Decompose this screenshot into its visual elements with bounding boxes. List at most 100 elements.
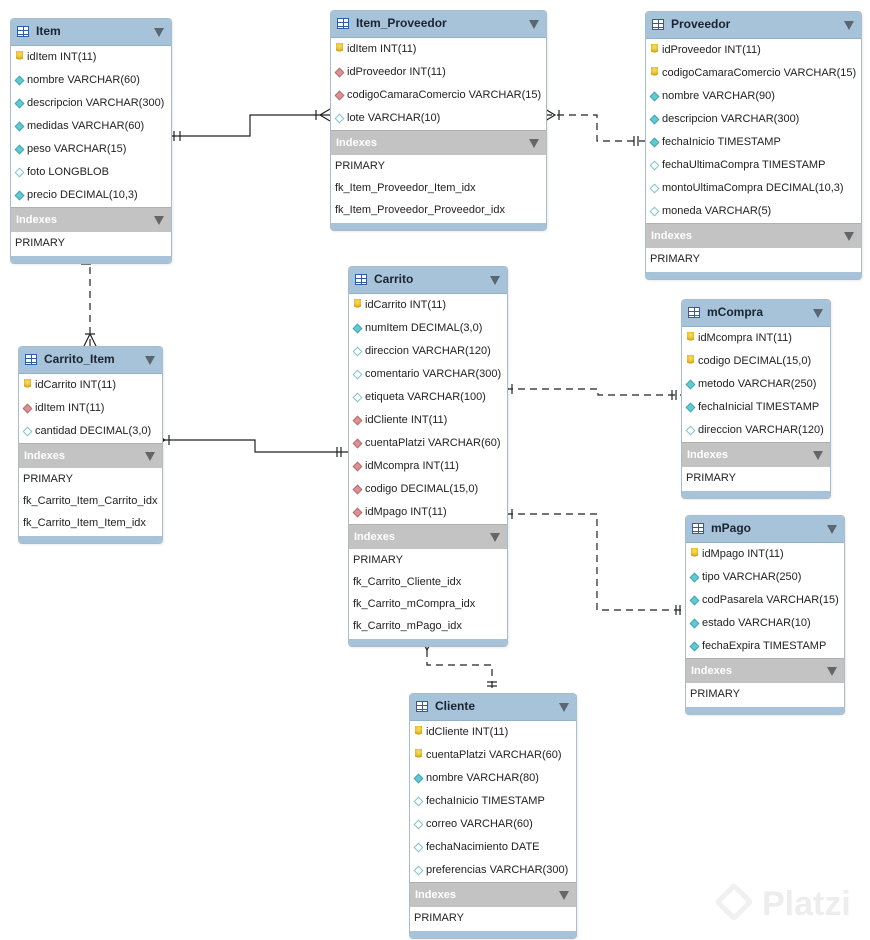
column-row[interactable]: codigoCamaraComercio VARCHAR(15) — [646, 62, 861, 85]
collapse-arrow-icon[interactable] — [154, 28, 164, 37]
column-row[interactable]: direccion VARCHAR(120) — [349, 340, 507, 363]
relationship-carrito-carrito_item[interactable] — [161, 439, 348, 453]
index-row[interactable]: PRIMARY — [682, 467, 830, 489]
collapse-arrow-icon[interactable] — [813, 451, 823, 460]
index-row[interactable]: PRIMARY — [349, 549, 507, 571]
collapse-arrow-icon[interactable] — [827, 525, 837, 534]
relationship-mpago-carrito[interactable] — [506, 513, 685, 611]
column-row[interactable]: fechaInicio TIMESTAMP — [410, 790, 576, 813]
collapse-arrow-icon[interactable] — [827, 667, 837, 676]
collapse-arrow-icon[interactable] — [559, 703, 569, 712]
column-row[interactable]: idCliente INT(11) — [410, 721, 576, 744]
index-row[interactable]: fk_Carrito_Cliente_idx — [349, 571, 507, 593]
column-row[interactable]: idProveedor INT(11) — [331, 61, 546, 84]
index-row[interactable]: fk_Carrito_Item_Item_idx — [19, 512, 162, 534]
indexes-header[interactable]: Indexes — [686, 658, 844, 683]
index-row[interactable]: fk_Carrito_mPago_idx — [349, 615, 507, 637]
column-row[interactable]: idMcompra INT(11) — [349, 455, 507, 478]
table-header[interactable]: Item — [11, 19, 171, 46]
column-row[interactable]: fechaUltimaCompra TIMESTAMP — [646, 154, 861, 177]
column-row[interactable]: moneda VARCHAR(5) — [646, 200, 861, 223]
column-row[interactable]: fechaInicio TIMESTAMP — [646, 131, 861, 154]
indexes-header[interactable]: Indexes — [349, 524, 507, 549]
column-row[interactable]: fechaInicial TIMESTAMP — [682, 396, 830, 419]
collapse-arrow-icon[interactable] — [813, 309, 823, 318]
table-header[interactable]: mPago — [686, 516, 844, 543]
column-row[interactable]: tipo VARCHAR(250) — [686, 566, 844, 589]
column-row[interactable]: idMpago INT(11) — [686, 543, 844, 566]
column-row[interactable]: idItem INT(11) — [11, 46, 171, 69]
column-row[interactable]: correo VARCHAR(60) — [410, 813, 576, 836]
indexes-header[interactable]: Indexes — [331, 130, 546, 155]
column-row[interactable]: nombre VARCHAR(60) — [11, 69, 171, 92]
index-row[interactable]: fk_Item_Proveedor_Proveedor_idx — [331, 199, 546, 221]
column-row[interactable]: codPasarela VARCHAR(15) — [686, 589, 844, 612]
index-row[interactable]: fk_Item_Proveedor_Item_idx — [331, 177, 546, 199]
collapse-arrow-icon[interactable] — [559, 891, 569, 900]
column-row[interactable]: estado VARCHAR(10) — [686, 612, 844, 635]
index-row[interactable]: fk_Carrito_mCompra_idx — [349, 593, 507, 615]
column-row[interactable]: montoUltimaCompra DECIMAL(10,3) — [646, 177, 861, 200]
column-row[interactable]: cantidad DECIMAL(3,0) — [19, 420, 162, 443]
collapse-arrow-icon[interactable] — [844, 232, 854, 241]
column-row[interactable]: codigoCamaraComercio VARCHAR(15) — [331, 84, 546, 107]
collapse-arrow-icon[interactable] — [145, 452, 155, 461]
collapse-arrow-icon[interactable] — [154, 216, 164, 225]
indexes-header[interactable]: Indexes — [410, 882, 576, 907]
column-row[interactable]: descripcion VARCHAR(300) — [11, 92, 171, 115]
column-row[interactable]: idCarrito INT(11) — [349, 294, 507, 317]
index-row[interactable]: PRIMARY — [11, 232, 171, 254]
column-row[interactable]: comentario VARCHAR(300) — [349, 363, 507, 386]
table-header[interactable]: Proveedor — [646, 12, 861, 39]
column-row[interactable]: idItem INT(11) — [331, 38, 546, 61]
table-header[interactable]: Carrito — [349, 267, 507, 294]
indexes-header[interactable]: Indexes — [11, 207, 171, 232]
column-row[interactable]: nombre VARCHAR(90) — [646, 85, 861, 108]
indexes-header[interactable]: Indexes — [682, 442, 830, 467]
indexes-header[interactable]: Indexes — [646, 223, 861, 248]
index-row[interactable]: PRIMARY — [410, 907, 576, 929]
column-row[interactable]: precio DECIMAL(10,3) — [11, 184, 171, 207]
relationship-item-item_proveedor[interactable] — [170, 114, 330, 137]
collapse-arrow-icon[interactable] — [490, 276, 500, 285]
column-row[interactable]: metodo VARCHAR(250) — [682, 373, 830, 396]
column-row[interactable]: medidas VARCHAR(60) — [11, 115, 171, 138]
collapse-arrow-icon[interactable] — [529, 20, 539, 29]
column-row[interactable]: nombre VARCHAR(80) — [410, 767, 576, 790]
column-row[interactable]: descripcion VARCHAR(300) — [646, 108, 861, 131]
collapse-arrow-icon[interactable] — [490, 533, 500, 542]
relationship-proveedor-item_proveedor[interactable] — [545, 114, 645, 142]
column-row[interactable]: fechaExpira TIMESTAMP — [686, 635, 844, 658]
index-row[interactable]: fk_Carrito_Item_Carrito_idx — [19, 490, 162, 512]
relationship-cliente-carrito[interactable] — [426, 638, 493, 693]
column-row[interactable]: idCliente INT(11) — [349, 409, 507, 432]
column-row[interactable]: idMcompra INT(11) — [682, 327, 830, 350]
index-row[interactable]: PRIMARY — [686, 683, 844, 705]
collapse-arrow-icon[interactable] — [844, 21, 854, 30]
index-row[interactable]: PRIMARY — [331, 155, 546, 177]
table-header[interactable]: Carrito_Item — [19, 347, 162, 374]
table-header[interactable]: mCompra — [682, 300, 830, 327]
indexes-header[interactable]: Indexes — [19, 443, 162, 468]
column-row[interactable]: numItem DECIMAL(3,0) — [349, 317, 507, 340]
column-row[interactable]: idItem INT(11) — [19, 397, 162, 420]
column-row[interactable]: fechaNacimiento DATE — [410, 836, 576, 859]
table-header[interactable]: Cliente — [410, 694, 576, 721]
table-header[interactable]: Item_Proveedor — [331, 11, 546, 38]
column-row[interactable]: foto LONGBLOB — [11, 161, 171, 184]
index-row[interactable]: PRIMARY — [19, 468, 162, 490]
column-row[interactable]: etiqueta VARCHAR(100) — [349, 386, 507, 409]
column-row[interactable]: cuentaPlatzi VARCHAR(60) — [410, 744, 576, 767]
column-row[interactable]: idProveedor INT(11) — [646, 39, 861, 62]
column-row[interactable]: idCarrito INT(11) — [19, 374, 162, 397]
column-row[interactable]: codigo DECIMAL(15,0) — [349, 478, 507, 501]
column-row[interactable]: codigo DECIMAL(15,0) — [682, 350, 830, 373]
column-row[interactable]: idMpago INT(11) — [349, 501, 507, 524]
